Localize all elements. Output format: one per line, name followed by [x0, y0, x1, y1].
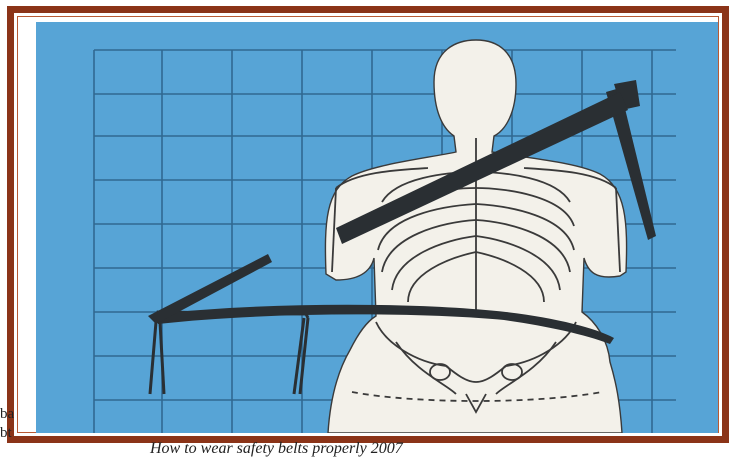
caption-left-fragment: ba bt — [0, 405, 14, 443]
caption-left-line-1: ba — [0, 405, 14, 424]
illustration-svg — [36, 22, 718, 433]
buckle-stalk — [150, 312, 308, 394]
caption-left-line-2: bt — [0, 424, 14, 443]
caption-bottom-fragment: How to wear safety belts properly 2007 — [150, 440, 403, 458]
seatbelt-illustration — [36, 22, 718, 433]
